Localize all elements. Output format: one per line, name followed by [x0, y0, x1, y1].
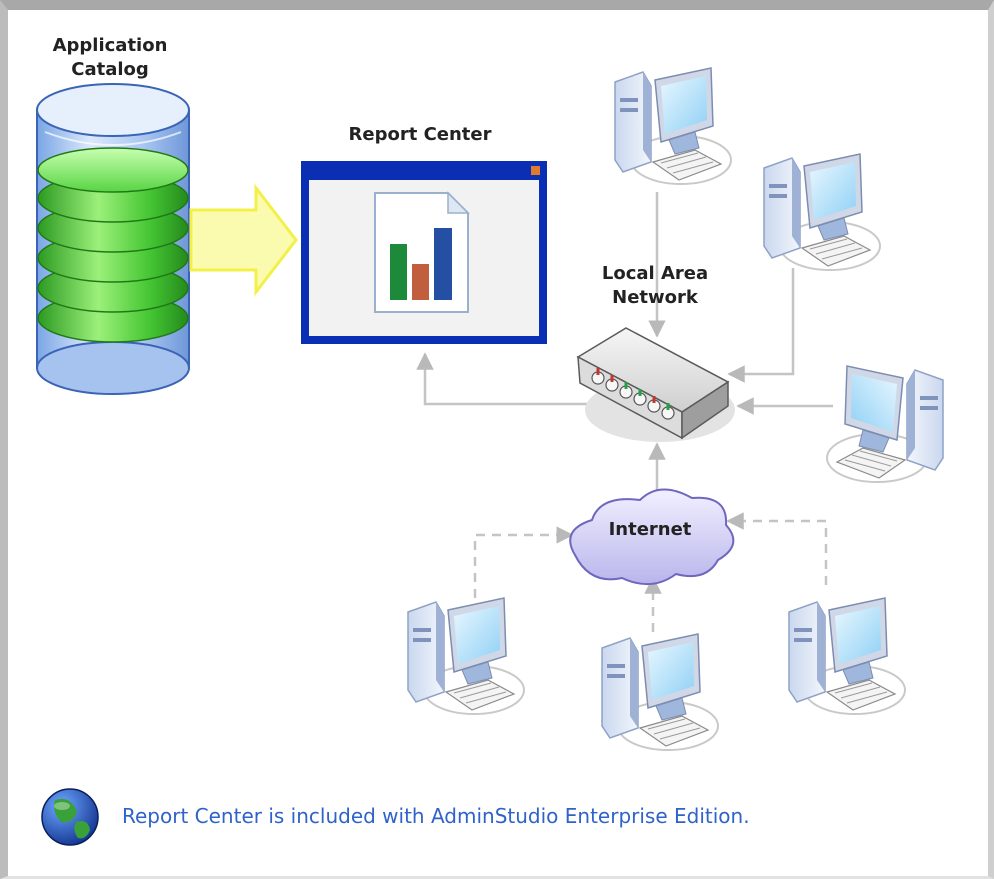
lan-label-line1: Local Area — [601, 263, 709, 284]
computer-icon — [788, 597, 906, 715]
computer-icon — [601, 633, 719, 751]
computer-icon — [614, 67, 732, 185]
report-window-icon — [301, 161, 547, 344]
catalog-label-line1: Application — [52, 35, 168, 56]
catalog-label: Application Catalog — [30, 34, 190, 82]
edition-note-link[interactable]: Report Center is included with AdminStud… — [122, 804, 750, 828]
connectors — [416, 192, 833, 632]
database-icon — [36, 83, 190, 395]
globe-icon — [41, 788, 99, 846]
footer: Report Center is included with AdminStud… — [40, 787, 940, 847]
bar-chart-document-icon — [374, 191, 470, 313]
catalog-label-line2: Catalog — [71, 59, 149, 80]
lan-label-line2: Network — [612, 287, 698, 308]
report-center-label: Report Center — [348, 124, 492, 145]
internet-label: Internet — [608, 519, 692, 540]
flow-arrow — [189, 183, 298, 297]
computer-icon — [763, 153, 881, 271]
computer-icon — [826, 365, 944, 483]
network-switch-icon — [576, 327, 735, 442]
cloud-icon — [569, 488, 735, 585]
lan-label: Local Area Network — [575, 262, 735, 310]
computer-icon — [407, 597, 525, 715]
